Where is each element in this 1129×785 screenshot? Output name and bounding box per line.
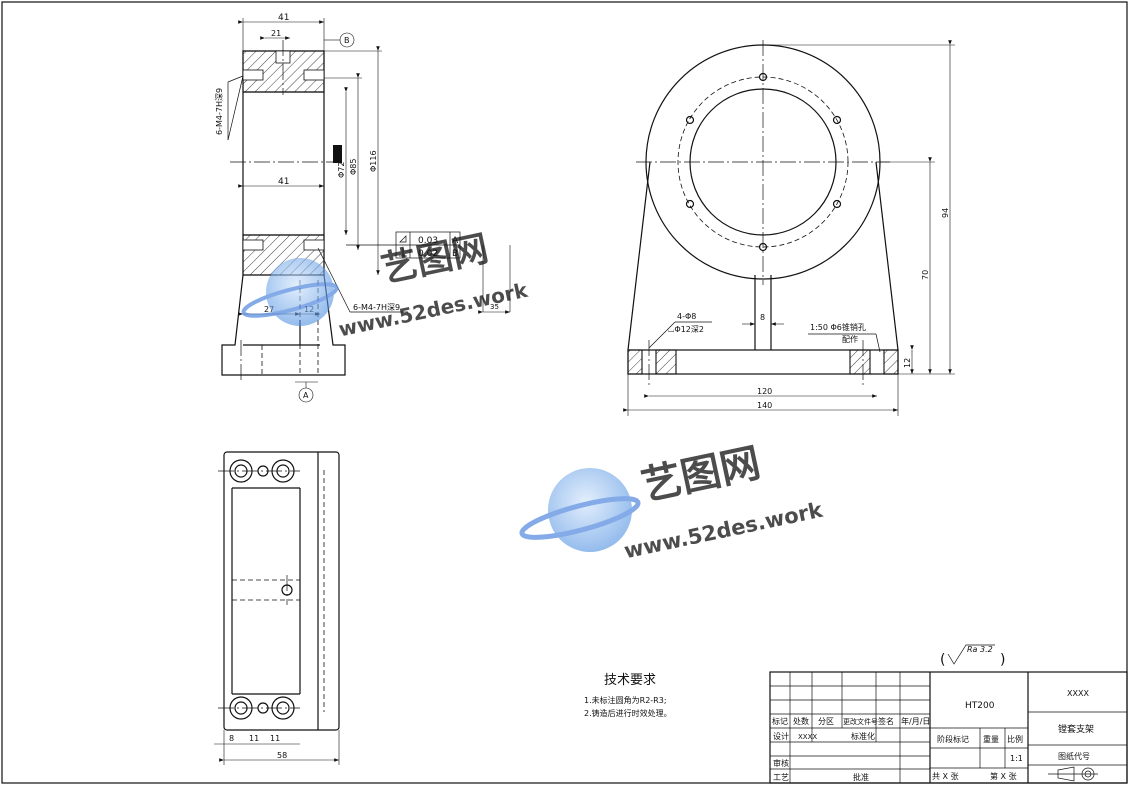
dim-height-total: 94	[941, 208, 950, 218]
tb-process-label: 工艺	[773, 773, 789, 782]
tb-mark: 标记	[772, 716, 788, 726]
hole-note: 4-Φ8	[677, 312, 696, 321]
dim-top-width: 58	[277, 751, 287, 760]
tb-company: XXXX	[1067, 689, 1089, 698]
tb-part-name: 镗套支架	[1058, 723, 1094, 735]
tb-sign: 签名	[878, 716, 894, 726]
tb-designer: XXXX	[798, 733, 817, 741]
dim-base-left: 27	[264, 305, 274, 314]
tb-stage-label: 阶段标记	[937, 734, 969, 744]
dim-top-d3: 11	[270, 734, 280, 743]
dim-d-inner: Φ72	[337, 162, 346, 178]
tb-scale: 1:1	[1010, 754, 1023, 763]
datum-a-label: A	[303, 391, 309, 400]
tb-date: 年/月/日	[901, 716, 930, 726]
watermark-brand: 艺图网	[638, 440, 765, 510]
roughness-value: Ra 3.2	[967, 645, 993, 654]
front-section-view: 41 21 B 41 Φ72 Φ85 Φ116 6-M4-7H深9 6-M4-7…	[215, 13, 511, 403]
dim-body-width: 41	[278, 177, 289, 187]
side-view: 120 140 94 70 12 8 4-Φ8 ⌴Φ12深2 1:50 Φ6锥销…	[623, 40, 955, 416]
tb-material: HT200	[965, 701, 995, 711]
pin-note: 1:50 Φ6锥销孔	[810, 322, 866, 332]
tb-sheet-no: 第 X 张	[990, 771, 1017, 781]
dim-base-thickness: 12	[903, 358, 912, 368]
projection-symbol-icon	[1048, 766, 1098, 782]
notes-item-2: 2.铸造后进行时效处理。	[584, 708, 672, 718]
tb-approve-label: 批准	[853, 772, 869, 782]
datum-b-label: B	[344, 36, 350, 45]
svg-text:(: (	[940, 652, 945, 668]
tolerance-frames: 0.03 A 0.02 B	[346, 231, 461, 259]
dim-top-d1: 8	[229, 734, 234, 743]
globe-logo-icon	[241, 258, 339, 326]
technical-notes: 技术要求 1.未标注圆角为R2-R3; 2.铸造后进行时效处理。	[584, 673, 672, 718]
counterbore-note: ⌴Φ12深2	[668, 325, 704, 334]
svg-text:): )	[1000, 652, 1005, 668]
tol-row1-value: 0.03	[418, 236, 438, 246]
dim-small-gap: 35	[490, 303, 499, 311]
notes-title: 技术要求	[604, 673, 656, 688]
dim-height-center: 70	[921, 270, 930, 280]
tb-zone: 分区	[818, 717, 834, 726]
thread-note-top: 6-M4-7H深9	[215, 88, 224, 135]
title-block: 标记 处数 分区 更改文件号 签名 年/月/日 设计 XXXX 标准化 审核 工…	[769, 671, 1128, 784]
dim-span-inner: 120	[757, 387, 772, 396]
watermark-2: 艺图网 www.52des.work	[519, 440, 826, 563]
watermark-brand: 艺图网	[378, 228, 492, 291]
tb-review-label: 审核	[773, 758, 789, 768]
tb-total-sheets: 共 X 张	[932, 772, 959, 781]
dim-top-d2: 11	[249, 734, 259, 743]
tb-count: 处数	[793, 716, 809, 726]
tb-std-label: 标准化	[851, 731, 875, 741]
dim-rib: 8	[760, 313, 765, 322]
tb-drawing-no-label: 图纸代号	[1058, 751, 1090, 761]
tb-weight-label: 重量	[983, 734, 999, 744]
dim-d-mid: Φ85	[349, 159, 358, 175]
dim-span-outer: 140	[757, 401, 772, 410]
tb-design-label: 设计	[773, 731, 789, 741]
thread-note-bottom: 6-M4-7H深9	[353, 303, 400, 312]
roughness-symbol: ( Ra 3.2 )	[940, 644, 1005, 668]
dim-d-outer: Φ116	[369, 150, 378, 172]
notes-item-1: 1.未标注圆角为R2-R3;	[584, 695, 667, 705]
globe-logo-icon	[519, 468, 641, 552]
tol-row2-value: 0.02	[418, 249, 438, 259]
dim-half-width: 21	[271, 29, 281, 38]
tb-doc: 更改文件号	[843, 717, 878, 726]
pin-note-2: 配作	[842, 334, 858, 344]
top-view: 58 8 11 11	[214, 451, 340, 765]
tb-scale-label: 比例	[1007, 734, 1023, 744]
tol-row2-datum: B	[452, 249, 458, 259]
dim-top-width: 41	[278, 13, 289, 23]
tol-row1-datum: A	[452, 236, 459, 246]
